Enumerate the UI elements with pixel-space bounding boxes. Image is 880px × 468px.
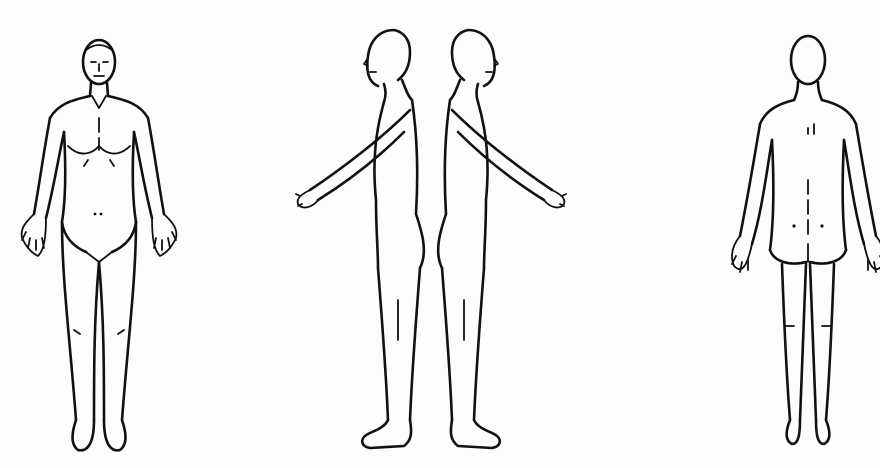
body-left-profile-icon — [296, 30, 424, 448]
body-back-view-icon — [732, 36, 880, 444]
body-right-profile-icon — [438, 30, 566, 448]
body-front-view-icon — [22, 40, 177, 450]
